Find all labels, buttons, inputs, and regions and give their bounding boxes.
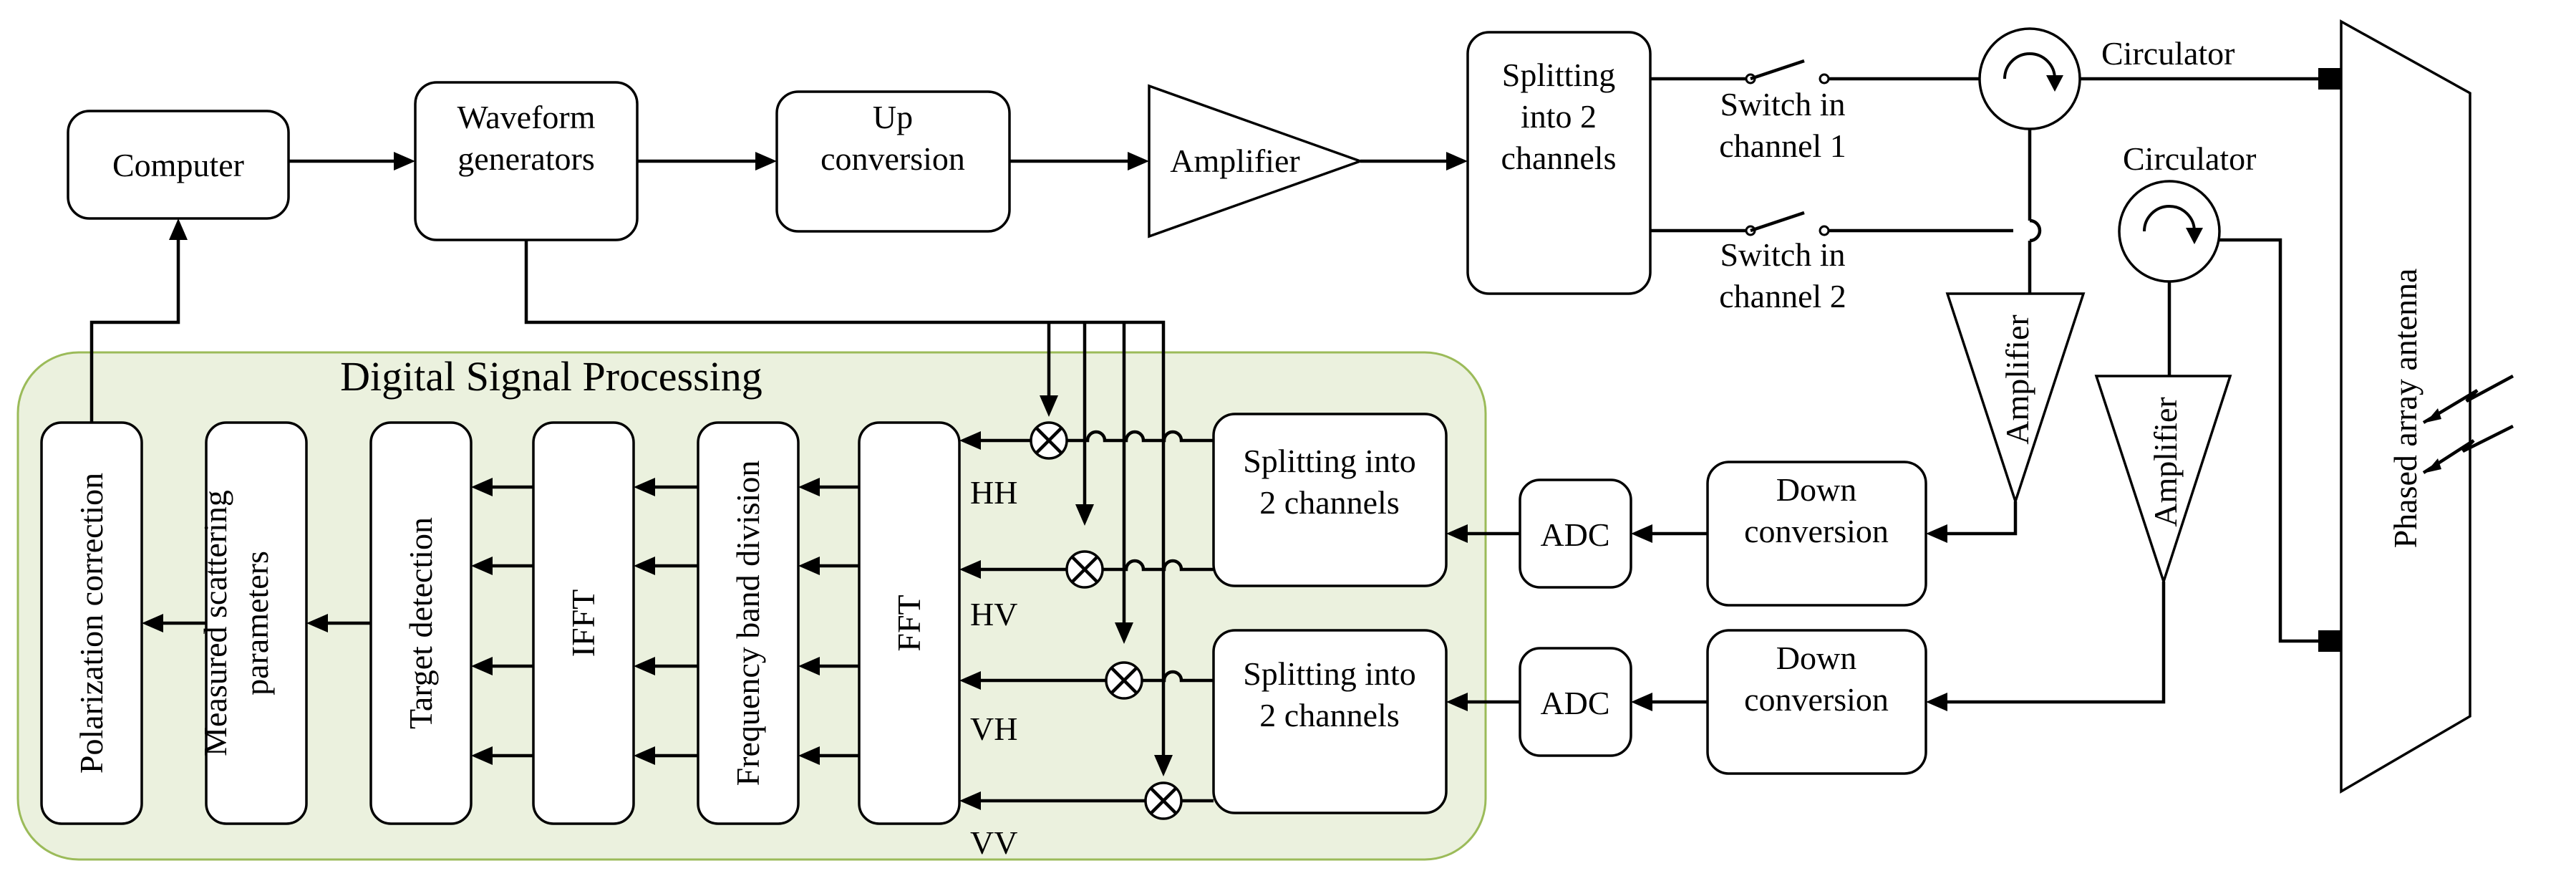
block-label-line: Target detection (402, 517, 439, 729)
block-label-line: Down (1776, 471, 1856, 508)
svg-text:ADC: ADC (1540, 516, 1609, 553)
block-label-line: Down (1776, 640, 1856, 676)
channel-label-vv: VV (970, 824, 1017, 861)
svg-text:Frequency band division: Frequency band division (730, 461, 766, 786)
block-label-line: Switch in (1720, 236, 1845, 273)
frequency-band-division-block: Frequency band division (697, 421, 800, 825)
block-label-line: channel 1 (1719, 127, 1846, 164)
block-label-line: channel 2 (1719, 278, 1846, 314)
dsp-title: Digital Signal Processing (340, 353, 762, 400)
splitting-rx-2: Splitting into 2 channels (1212, 629, 1448, 814)
up-conversion-block: Up conversion (775, 90, 1011, 233)
svg-text:ADC: ADC (1540, 685, 1609, 721)
phased-array-antenna: Phased array antenna (2318, 19, 2514, 794)
svg-text:FFT: FFT (891, 594, 927, 651)
block-label-line: channels (1501, 140, 1617, 176)
block-label-line: Frequency band division (730, 461, 766, 786)
block-label-line: Phased array antenna (2387, 269, 2424, 549)
svg-text:Phased array antenna: Phased array antenna (2387, 269, 2424, 549)
svg-text:Polarization correction: Polarization correction (73, 473, 110, 774)
svg-text:Amplifier: Amplifier (2147, 397, 2184, 526)
fft-block: FFT (858, 421, 961, 825)
block-label-line: conversion (820, 140, 965, 177)
block-label-line: Splitting (1502, 57, 1615, 93)
waveform-generators-block: Waveform generators (414, 81, 639, 241)
mixer-vv (1144, 781, 1183, 820)
svg-text:IFFT: IFFT (565, 589, 601, 658)
block-label-line: Switch in (1720, 86, 1845, 122)
channel-label-hh: HH (970, 474, 1017, 511)
ifft-block: IFFT (532, 421, 635, 825)
svg-text:Computer: Computer (112, 147, 244, 183)
target-detection-block: Target detection (369, 421, 473, 825)
block-label-line: Circulator (2101, 35, 2235, 72)
channel-label-hv: HV (970, 596, 1017, 632)
block-label-line: parameters (238, 551, 275, 695)
splitting-tx-block: Splitting into 2 channels (1466, 31, 1652, 295)
block-label-line: 2 channels (1259, 697, 1399, 733)
block-label-line: conversion (1744, 681, 1889, 718)
mixer-vh (1105, 661, 1143, 700)
channel-label-vh: VH (970, 711, 1017, 747)
polarization-correction-block: Polarization correction (40, 421, 143, 825)
wires (89, 77, 2318, 810)
tx-amplifier: Amplifier (1148, 84, 1365, 239)
svg-text:Circulator: Circulator (2123, 140, 2257, 177)
computer-block: Computer (67, 110, 290, 220)
svg-text:Amplifier: Amplifier (1999, 314, 2035, 444)
block-label-line: Waveform (457, 99, 596, 135)
down-conversion-1: Down conversion (1706, 461, 1927, 607)
block-label-line: Splitting into (1243, 655, 1416, 692)
splitting-rx-1: Splitting into 2 channels (1212, 413, 1448, 587)
svg-text:Amplifier: Amplifier (1170, 143, 1299, 179)
rx-amplifier-2: Amplifier (2094, 375, 2232, 586)
down-conversion-2: Down conversion (1706, 629, 1927, 775)
adc-1: ADC (1519, 478, 1632, 589)
block-label-line: into 2 (1521, 98, 1597, 135)
adc-2: ADC (1519, 647, 1632, 757)
block-label-line: Amplifier (1170, 143, 1299, 179)
block-label-line: ADC (1540, 685, 1609, 721)
block-label-line: 2 channels (1259, 484, 1399, 521)
svg-text:Circulator: Circulator (2101, 35, 2235, 72)
block-label-line: Polarization correction (73, 473, 110, 774)
block-label-line: FFT (891, 594, 927, 651)
block-label-line: ADC (1540, 516, 1609, 553)
block-label-line: Computer (112, 147, 244, 183)
block-label-line: Splitting into (1243, 443, 1416, 479)
block-label-line: Up (873, 99, 913, 135)
circulator-2: Circulator (2118, 140, 2257, 283)
switch-channel-2: Switch in channel 2 (1650, 211, 2013, 314)
block-label-line: Amplifier (2147, 397, 2184, 526)
svg-text:Target detection: Target detection (402, 517, 439, 729)
block-label-line: Circulator (2123, 140, 2257, 177)
switch-channel-1: Switch in channel 1 (1650, 59, 1980, 164)
mixer-hv (1065, 550, 1104, 589)
rx-amplifier-1: Amplifier (1945, 292, 2086, 506)
block-label-line: IFFT (565, 589, 601, 658)
mixer-hh (1030, 421, 1068, 460)
block-label-line: conversion (1744, 513, 1889, 549)
block-label-line: generators (457, 140, 595, 177)
block-label-line: Amplifier (1999, 314, 2035, 444)
